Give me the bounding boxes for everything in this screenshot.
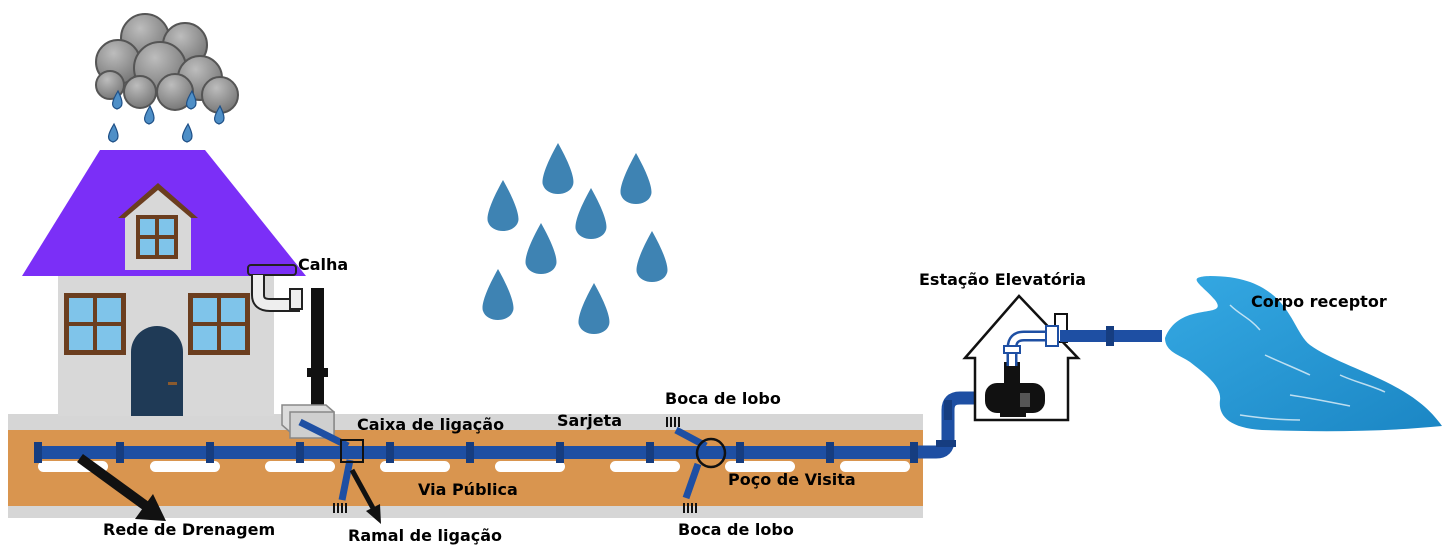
grate-icon-top <box>666 417 680 427</box>
label-ramal-ligacao: Ramal de ligação <box>348 526 503 545</box>
label-sarjeta: Sarjeta <box>557 411 622 430</box>
label-calha: Calha <box>298 255 349 274</box>
curb-bottom <box>8 506 923 518</box>
downspout <box>307 288 328 408</box>
label-corpo-receptor: Corpo receptor <box>1251 292 1387 311</box>
house-window-left <box>64 293 126 355</box>
house-window-right <box>188 293 250 355</box>
door-handle <box>168 382 177 385</box>
small-rain-drops-icon <box>108 89 225 143</box>
pipe-joints <box>34 442 918 463</box>
label-boca-lobo-top: Boca de lobo <box>665 389 781 408</box>
rede-drenagem-arrow <box>77 453 166 521</box>
river-ripples <box>1229 304 1386 421</box>
curb-top <box>8 414 923 430</box>
via-publica-road <box>8 414 923 518</box>
label-via-publica: Via Pública <box>418 480 518 499</box>
dormer-window <box>136 215 178 259</box>
ramal-ligacao-arrow <box>349 468 381 524</box>
house <box>22 150 306 416</box>
caixa-ligacao-box <box>340 439 364 463</box>
label-caixa-ligacao: Caixa de ligação <box>357 415 505 434</box>
rain-drops-icon <box>482 143 668 334</box>
label-rede-drenagem: Rede de Drenagem <box>103 520 276 539</box>
estacao-elevatoria-icon <box>962 294 1162 422</box>
cloud-icon <box>95 13 239 114</box>
corpo-receptor-river <box>1165 276 1442 432</box>
calha-gutter <box>247 264 303 312</box>
grate-icon-left <box>333 503 347 513</box>
grate-icon-bottom <box>683 503 697 513</box>
label-estacao-elevatoria: Estação Elevatória <box>919 270 1087 289</box>
label-poco-visita: Poço de Visita <box>728 470 856 489</box>
road-dashes <box>38 461 910 472</box>
poco-visita-icon <box>695 437 727 469</box>
house-door <box>131 326 183 416</box>
label-boca-lobo-bottom: Boca de lobo <box>678 520 794 539</box>
